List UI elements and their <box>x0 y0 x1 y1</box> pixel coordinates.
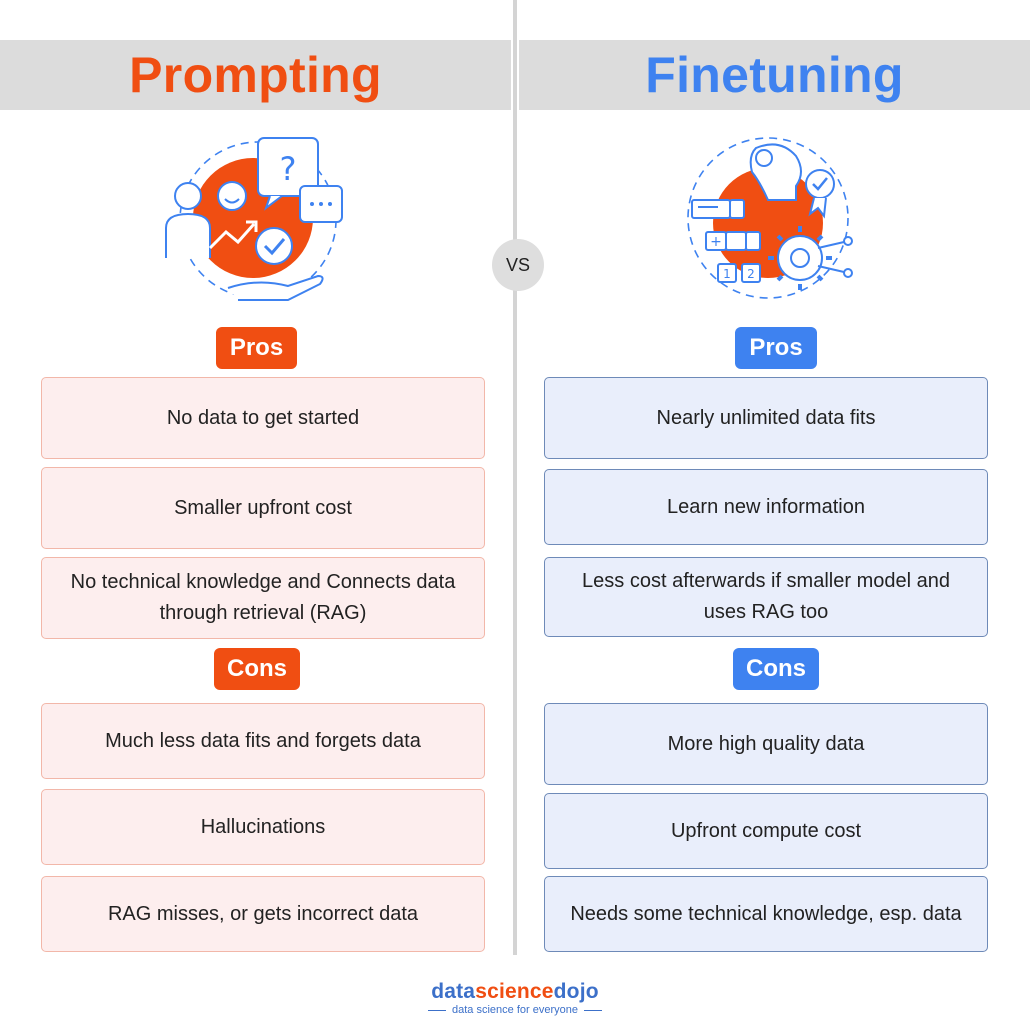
prompting-cons-badge: Cons <box>214 648 300 690</box>
prompting-con-card: Much less data fits and forgets data <box>41 703 485 779</box>
svg-text:1: 1 <box>723 267 731 281</box>
logo-tagline: data science for everyone <box>452 1004 578 1016</box>
finetuning-con-card: Upfront compute cost <box>544 793 988 869</box>
prompting-header: Prompting <box>0 40 511 110</box>
prompting-pro-card: No data to get started <box>41 377 485 459</box>
finetuning-con-card: More high quality data <box>544 703 988 785</box>
logo-part-science: science <box>475 980 554 1003</box>
logo-part-dojo: dojo <box>553 980 599 1003</box>
svg-text:?: ? <box>280 150 297 188</box>
center-divider <box>513 0 517 955</box>
vs-circle: VS <box>492 239 544 291</box>
prompting-illustration-icon: ? <box>165 137 343 301</box>
svg-text:+: + <box>710 234 722 250</box>
finetuning-cons-badge: Cons <box>733 648 819 690</box>
prompting-title: Prompting <box>129 47 382 103</box>
prompting-pros-badge: Pros <box>216 327 297 369</box>
finetuning-pro-card: Learn new information <box>544 469 988 545</box>
finetuning-pro-card: Less cost afterwards if smaller model an… <box>544 557 988 637</box>
datasciencedojo-logo: datasciencedojo data science for everyon… <box>0 980 1030 1016</box>
logo-part-data: data <box>431 980 476 1003</box>
finetuning-title: Finetuning <box>645 47 904 103</box>
finetuning-pro-card: Nearly unlimited data fits <box>544 377 988 459</box>
finetuning-illustration-icon: + 1 2 <box>687 137 853 299</box>
tagline-dash-right <box>583 1009 602 1011</box>
svg-text:2: 2 <box>747 267 755 281</box>
finetuning-header: Finetuning <box>519 40 1030 110</box>
tagline-dash-left <box>428 1009 447 1011</box>
prompting-pro-card: Smaller upfront cost <box>41 467 485 549</box>
finetuning-con-card: Needs some technical knowledge, esp. dat… <box>544 876 988 952</box>
prompting-con-card: RAG misses, or gets incorrect data <box>41 876 485 952</box>
prompting-pro-card: No technical knowledge and Connects data… <box>41 557 485 639</box>
finetuning-pros-badge: Pros <box>735 327 817 369</box>
prompting-con-card: Hallucinations <box>41 789 485 865</box>
